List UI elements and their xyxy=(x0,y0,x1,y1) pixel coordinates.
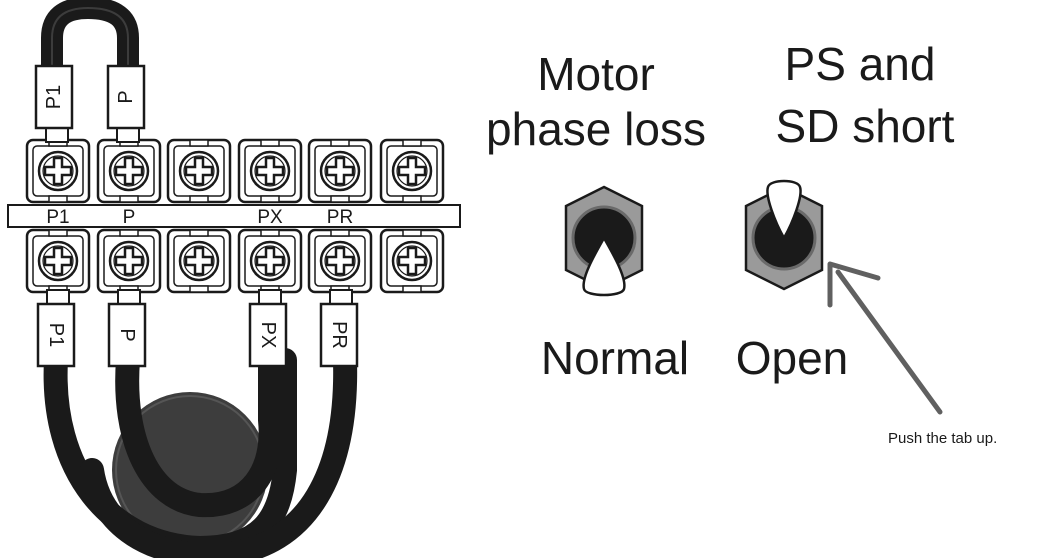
svg-text:PX: PX xyxy=(257,322,279,349)
ps-sd-short-title-line1: PS and xyxy=(785,38,936,90)
ps-sd-short-toggle-switch[interactable] xyxy=(744,179,824,291)
top-screw-row xyxy=(25,138,445,204)
ps-sd-short-state-label: Open xyxy=(736,332,849,384)
top-lug-p1: P1 xyxy=(34,64,74,143)
svg-text:P1: P1 xyxy=(43,85,65,109)
motor-phase-loss-state-label: Normal xyxy=(541,332,689,384)
bottom-lug-pr: PR xyxy=(319,289,359,368)
strip-label-pr: PR xyxy=(327,207,353,228)
bottom-lug-p: P xyxy=(107,289,147,368)
svg-text:P: P xyxy=(115,90,137,103)
bottom-lug-px: PX xyxy=(248,289,288,368)
terminal-label-strip xyxy=(7,204,461,228)
motor-phase-loss-toggle-switch[interactable] xyxy=(564,185,644,297)
top-jumper-cable xyxy=(41,0,139,81)
strip-label-p1: P1 xyxy=(46,207,69,228)
bottom-lug-p1: P1 xyxy=(36,289,76,368)
strip-label-p: P xyxy=(123,207,136,228)
motor-phase-loss-title-line2: phase loss xyxy=(486,103,706,155)
ps-sd-short-title-line2: SD short xyxy=(776,100,955,152)
push-tab-arrow xyxy=(827,261,943,415)
svg-text:PR: PR xyxy=(328,321,350,349)
top-lug-p: P xyxy=(106,64,146,143)
motor-phase-loss-title-line1: Motor xyxy=(537,48,655,100)
svg-text:P: P xyxy=(116,328,138,341)
bottom-cables xyxy=(43,348,358,558)
bottom-screw-row xyxy=(25,228,445,294)
svg-text:P1: P1 xyxy=(45,323,67,347)
strip-label-px: PX xyxy=(257,207,283,228)
push-tab-instruction: Push the tab up. xyxy=(888,430,997,447)
